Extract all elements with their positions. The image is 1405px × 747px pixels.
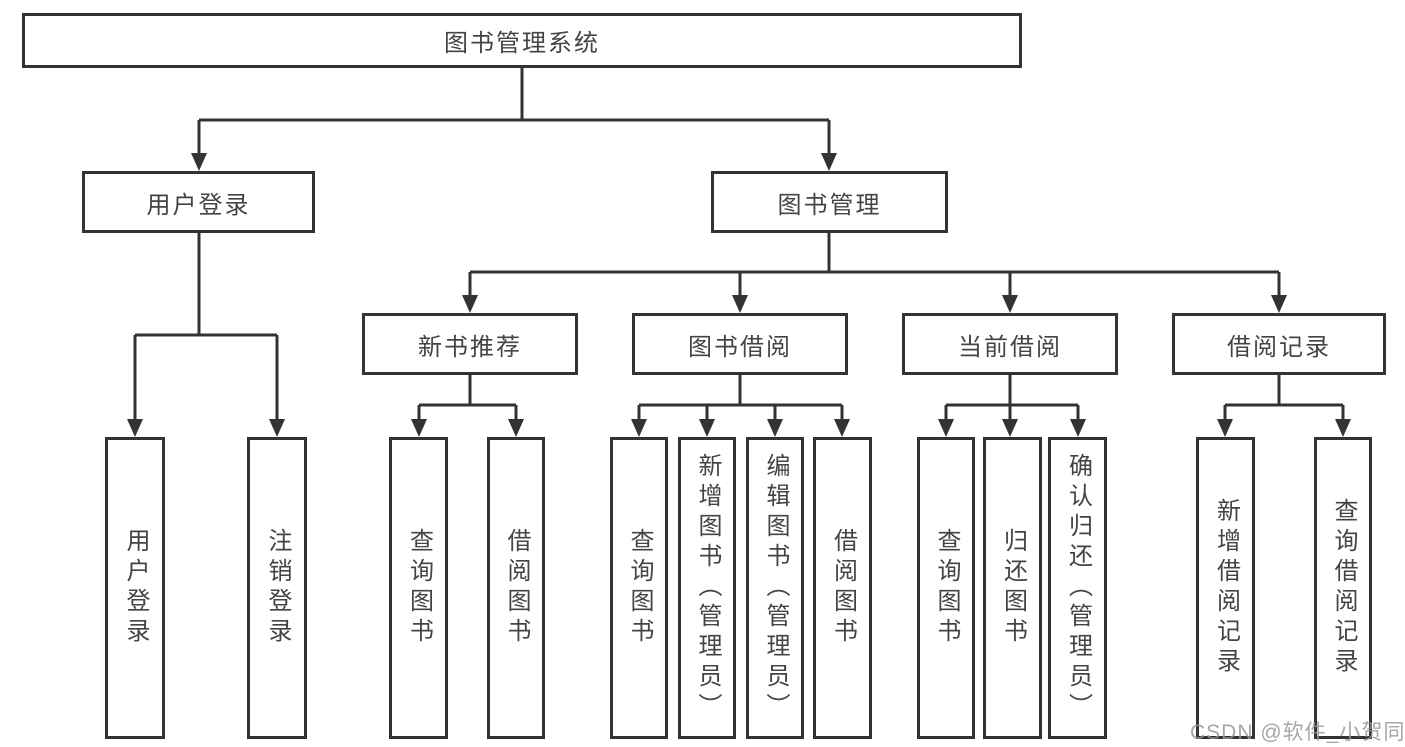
leaf-borrow-book: 借阅图书: [813, 437, 872, 739]
arrow-down-icon: [834, 419, 850, 437]
connector-root-to-level2: [197, 68, 831, 156]
arrow-down-icon: [1070, 419, 1086, 437]
arrow-down-icon: [1217, 419, 1233, 437]
connector-book-management-children: [468, 233, 1281, 298]
connector-current-borrow-children: [944, 375, 1080, 422]
csdn-watermark: CSDN @软件_小贺同学: [1190, 721, 1405, 744]
arrow-down-icon: [1271, 295, 1287, 313]
arrow-down-icon: [127, 419, 143, 437]
arrow-down-icon: [1002, 295, 1018, 313]
arrow-down-icon: [821, 153, 837, 171]
node-borrow-record: 借阅记录: [1172, 313, 1386, 375]
arrow-down-icon: [508, 419, 524, 437]
arrow-down-icon: [631, 419, 647, 437]
arrow-down-icon: [732, 295, 748, 313]
leaf-logout: 注销登录: [247, 437, 307, 739]
leaf-query-book-borrow: 查询图书: [610, 437, 668, 739]
arrow-down-icon: [699, 419, 715, 437]
leaf-query-book-current: 查询图书: [917, 437, 975, 739]
connector-new-book-children: [417, 375, 518, 422]
arrow-down-icon: [938, 419, 954, 437]
leaf-query-borrow-record: 查询借阅记录: [1314, 437, 1372, 739]
arrow-down-icon: [767, 419, 783, 437]
node-book-management: 图书管理: [711, 171, 948, 233]
node-book-borrow: 图书借阅: [632, 313, 848, 375]
leaf-borrow-book-recommend: 借阅图书: [487, 437, 545, 739]
leaf-query-book-recommend: 查询图书: [389, 437, 448, 739]
connector-user-login-children: [133, 233, 279, 422]
leaf-edit-book-admin: 编辑图书（管理员）: [746, 437, 804, 739]
connector-book-borrow-children: [637, 375, 844, 422]
arrow-down-icon: [191, 153, 207, 171]
arrow-down-icon: [269, 419, 285, 437]
leaf-confirm-return-admin: 确认归还（管理员）: [1048, 437, 1107, 739]
node-root-system: 图书管理系统: [22, 13, 1022, 68]
connector-borrow-record-children: [1223, 375, 1345, 422]
node-user-login: 用户登录: [82, 171, 315, 233]
leaf-add-borrow-record: 新增借阅记录: [1196, 437, 1255, 739]
leaf-user-login: 用户登录: [105, 437, 165, 739]
node-new-book-recommend: 新书推荐: [362, 313, 578, 375]
leaf-return-book: 归还图书: [983, 437, 1042, 739]
arrow-down-icon: [1002, 419, 1018, 437]
arrow-down-icon: [1335, 419, 1351, 437]
node-current-borrow: 当前借阅: [902, 313, 1118, 375]
arrow-down-icon: [411, 419, 427, 437]
arrow-down-icon: [462, 295, 478, 313]
leaf-add-book-admin: 新增图书（管理员）: [678, 437, 736, 739]
